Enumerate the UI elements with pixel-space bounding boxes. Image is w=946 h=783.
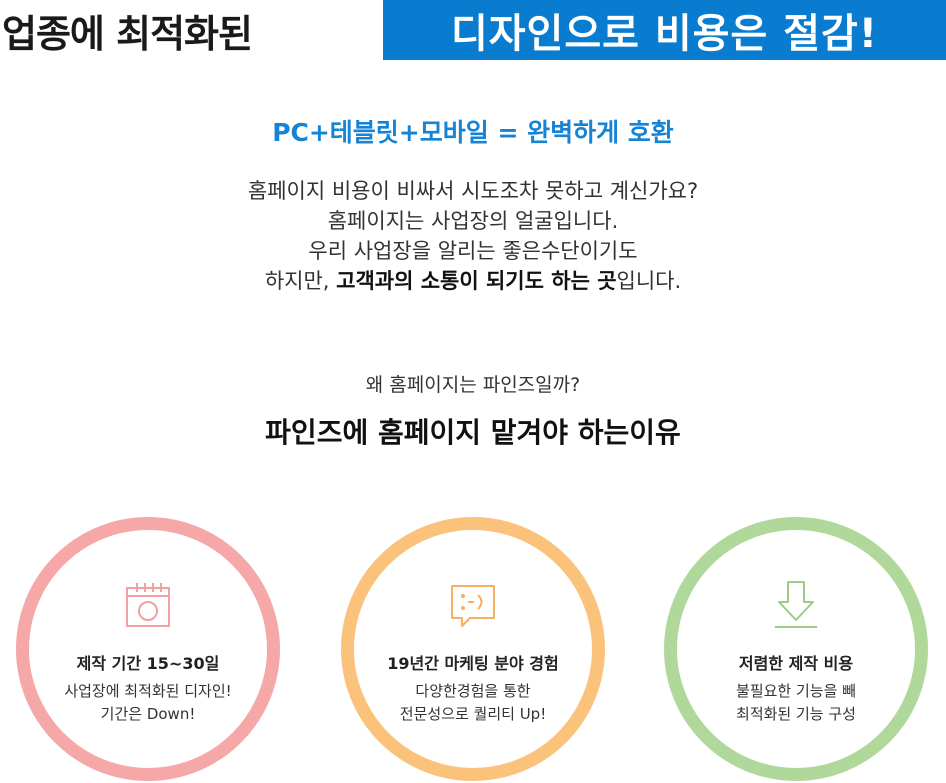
- calendar-icon: [126, 583, 170, 627]
- feature-description: 불필요한 기능을 빼 최적화된 기능 구성: [677, 680, 915, 726]
- intro-line: 홈페이지 비용이 비싸서 시도조차 못하고 계신가요?: [247, 179, 699, 203]
- intro-line-prefix: 하지만,: [264, 269, 337, 293]
- intro-line: 홈페이지는 사업장의 얼굴입니다.: [327, 209, 619, 233]
- chat-bubble-icon: [451, 585, 495, 627]
- feature-circle-low-cost: 저렴한 제작 비용 불필요한 기능을 빼 최적화된 기능 구성: [664, 517, 928, 781]
- intro-line-suffix: 입니다.: [616, 269, 682, 293]
- feature-title: 제작 기간 15~30일: [76, 654, 220, 673]
- feature-description: 다양한경험을 통한 전문성으로 퀄리티 Up!: [354, 680, 592, 726]
- feature-description: 사업장에 최적화된 디자인! 기간은 Down!: [29, 680, 267, 726]
- download-arrow-icon: [775, 581, 817, 628]
- feature-description-line: 불필요한 기능을 빼: [736, 682, 856, 700]
- feature-circle-production-period: 제작 기간 15~30일 사업장에 최적화된 디자인! 기간은 Down!: [16, 517, 280, 781]
- compatibility-subtitle: PC+테블릿+모바일 = 완벽하게 호환: [272, 118, 674, 147]
- intro-line: 하지만, 고객과의 소통이 되기도 하는 곳입니다.: [0, 266, 946, 296]
- hero-headline: 업종에 최적화된: [0, 0, 253, 60]
- feature-circle-marketing-experience: 19년간 마케팅 분야 경험 다양한경험을 통한 전문성으로 퀄리티 Up!: [341, 517, 605, 781]
- intro-paragraph: 홈페이지 비용이 비싸서 시도조차 못하고 계신가요? 홈페이지는 사업장의 얼…: [0, 176, 946, 296]
- feature-description-line: 사업장에 최적화된 디자인!: [64, 682, 232, 700]
- feature-title: 19년간 마케팅 분야 경험: [387, 654, 559, 673]
- why-heading: 파인즈에 홈페이지 맡겨야 하는이유: [265, 416, 681, 449]
- feature-description-line: 전문성으로 퀄리티 Up!: [399, 705, 547, 723]
- feature-description-line: 다양한경험을 통한: [415, 682, 531, 700]
- why-question: 왜 홈페이지는 파인즈일까?: [365, 374, 581, 396]
- intro-line: 우리 사업장을 알리는 좋은수단이기도: [308, 239, 638, 263]
- feature-description-line: 최적화된 기능 구성: [736, 705, 856, 723]
- feature-description-line: 기간은 Down!: [100, 705, 196, 723]
- feature-title: 저렴한 제작 비용: [738, 654, 854, 673]
- headline-blue-banner: 디자인으로 비용은 절감!: [383, 0, 946, 60]
- intro-line-emphasis: 고객과의 소통이 되기도 하는 곳: [336, 269, 617, 293]
- headline-dark-text: 업종에 최적화된: [2, 11, 253, 56]
